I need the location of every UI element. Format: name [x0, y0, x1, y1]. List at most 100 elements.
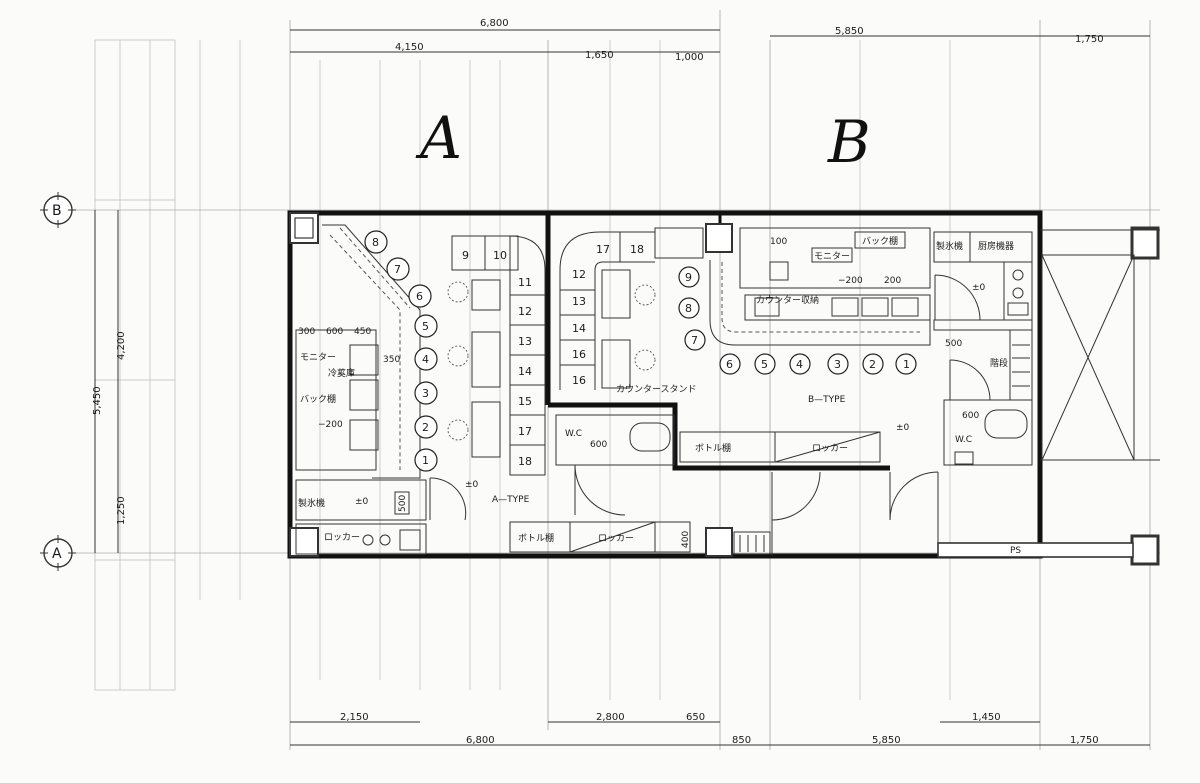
dim-left-lower: 1,250	[116, 496, 127, 525]
zone-b-bottle-shelf	[679, 431, 881, 463]
b-booth-16b: 16	[572, 374, 586, 387]
a-booth-18: 18	[518, 455, 532, 468]
axis-marker-a: A	[40, 535, 76, 571]
shaft-area	[1040, 229, 1160, 461]
dim-bottom-far: 1,750	[1070, 735, 1099, 746]
bottom-dimensions: 2,150 2,800 650 1,450 6,800 850 5,850 1,…	[290, 712, 1150, 746]
a-seat-2: 2	[422, 421, 429, 434]
axis-marker-b: B	[40, 192, 76, 228]
wc1-label: W.C	[565, 429, 582, 439]
top-dimensions: 6,800 4,150 1,650 1,000 5,850 1,750	[290, 18, 1150, 63]
dim-bottom-mid2: 650	[686, 712, 705, 723]
b-booth-16a: 16	[572, 348, 586, 361]
zone-b-counter	[709, 227, 931, 346]
dim-top-right: 1,750	[1075, 34, 1104, 45]
a-level-counter: ±0	[355, 497, 369, 507]
dim-bottom-gap: 850	[732, 735, 751, 746]
dim-bottom-mid: 2,800	[596, 712, 625, 723]
dim-top-b: 5,850	[835, 26, 864, 37]
a-locker-bottom-label: ロッカー	[598, 533, 634, 544]
b-seat-4: 4	[796, 358, 803, 371]
b-monitor-label: モニター	[814, 251, 850, 262]
b-dim-minus200: −200	[838, 276, 863, 286]
a-seat-5: 5	[422, 320, 429, 333]
zone-a-circle-seats	[364, 230, 438, 472]
wc2-label: W.C	[955, 435, 972, 445]
b-locker-label: ロッカー	[812, 443, 848, 454]
wc-1	[555, 414, 675, 516]
dim-left-total: 5,450	[92, 386, 103, 415]
a-booth-11: 11	[518, 276, 532, 289]
b-kitchen-label: 厨房機器	[978, 240, 1014, 252]
b-booth-17: 17	[596, 243, 610, 256]
zone-b-booth	[559, 227, 704, 390]
b-level-kitchen: ±0	[972, 283, 986, 293]
b-seat-9: 9	[685, 271, 692, 284]
dim-bottom-left: 2,150	[340, 712, 369, 723]
wc-2	[943, 399, 1033, 466]
b-seat-8: 8	[685, 302, 692, 315]
b-dim-200: 200	[884, 276, 901, 286]
a-dim-300: 300	[298, 327, 315, 337]
b-booth-18: 18	[630, 243, 644, 256]
dim-bottom-b: 5,850	[872, 735, 901, 746]
b-seat-2: 2	[869, 358, 876, 371]
a-dim-450: 450	[354, 327, 371, 337]
b-back-shelf-label: バック棚	[862, 235, 898, 247]
dim-top-total: 6,800	[480, 18, 509, 29]
outer-walls	[287, 210, 1043, 559]
bottom-service-strip	[509, 521, 771, 555]
a-seat-8: 8	[372, 236, 379, 249]
a-booth-14: 14	[518, 365, 532, 378]
stair-label: 階段	[990, 357, 1008, 369]
b-counter-storage-label: カウンター収納	[756, 294, 819, 306]
a-dim-350: 350	[383, 355, 400, 365]
zone-b-circle-column	[678, 266, 706, 351]
zone-b-tables	[601, 269, 656, 389]
dim-top-a-right: 1,000	[675, 52, 704, 63]
a-seat-6: 6	[416, 290, 423, 303]
dim-top-a-left: 4,150	[395, 42, 424, 53]
left-dimensions: 5,450 4,200 1,250	[92, 210, 127, 553]
zone-b-kitchen	[933, 231, 1033, 401]
b-dim-500: 500	[945, 339, 962, 349]
a-booth-12: 12	[518, 305, 532, 318]
a-booth-13: 13	[518, 335, 532, 348]
a-locker-label: ロッカー	[324, 532, 360, 543]
a-seat-4: 4	[422, 353, 429, 366]
structural-columns	[289, 212, 1160, 566]
a-booth-9: 9	[462, 249, 469, 262]
b-door-arc	[949, 359, 991, 401]
a-booth-10: 10	[493, 249, 507, 262]
axis-label-b: B	[52, 203, 62, 219]
dim-left-upper: 4,200	[116, 331, 127, 360]
axis-label-a: A	[52, 546, 62, 562]
zone-b-circle-row	[719, 353, 917, 375]
a-level-floor: ±0	[465, 480, 479, 490]
a-dim-minus200: −200	[318, 420, 343, 430]
a-ice-maker-label: 製氷機	[298, 497, 325, 509]
dim-bottom-total: 6,800	[466, 735, 495, 746]
a-booth-17: 17	[518, 425, 532, 438]
a-back-shelf-label: バック棚	[300, 393, 336, 405]
zone-label-b: B	[827, 108, 871, 176]
ps-label: PS	[1010, 546, 1021, 556]
ps-band: PS	[937, 542, 1134, 558]
dim-bottom-right: 1,450	[972, 712, 1001, 723]
zone-a-stools	[447, 279, 501, 458]
a-dim-bottom-400: 400	[681, 531, 691, 548]
b-seat-1: 1	[903, 358, 910, 371]
b-dim-100: 100	[770, 237, 787, 247]
b-level-floor: ±0	[896, 423, 910, 433]
a-sink-label: 冷蒵庫	[328, 367, 355, 379]
zone-a-counter	[295, 224, 467, 555]
b-stand-label: カウンタースタンド	[616, 384, 697, 395]
a-bottle-shelf-label: ボトル棚	[518, 532, 554, 544]
zone-a-booth	[451, 235, 546, 476]
b-booth-14: 14	[572, 322, 586, 335]
b-seat-5: 5	[761, 358, 768, 371]
b-seat-3: 3	[834, 358, 841, 371]
b-bottle-shelf-label: ボトル棚	[695, 442, 731, 454]
